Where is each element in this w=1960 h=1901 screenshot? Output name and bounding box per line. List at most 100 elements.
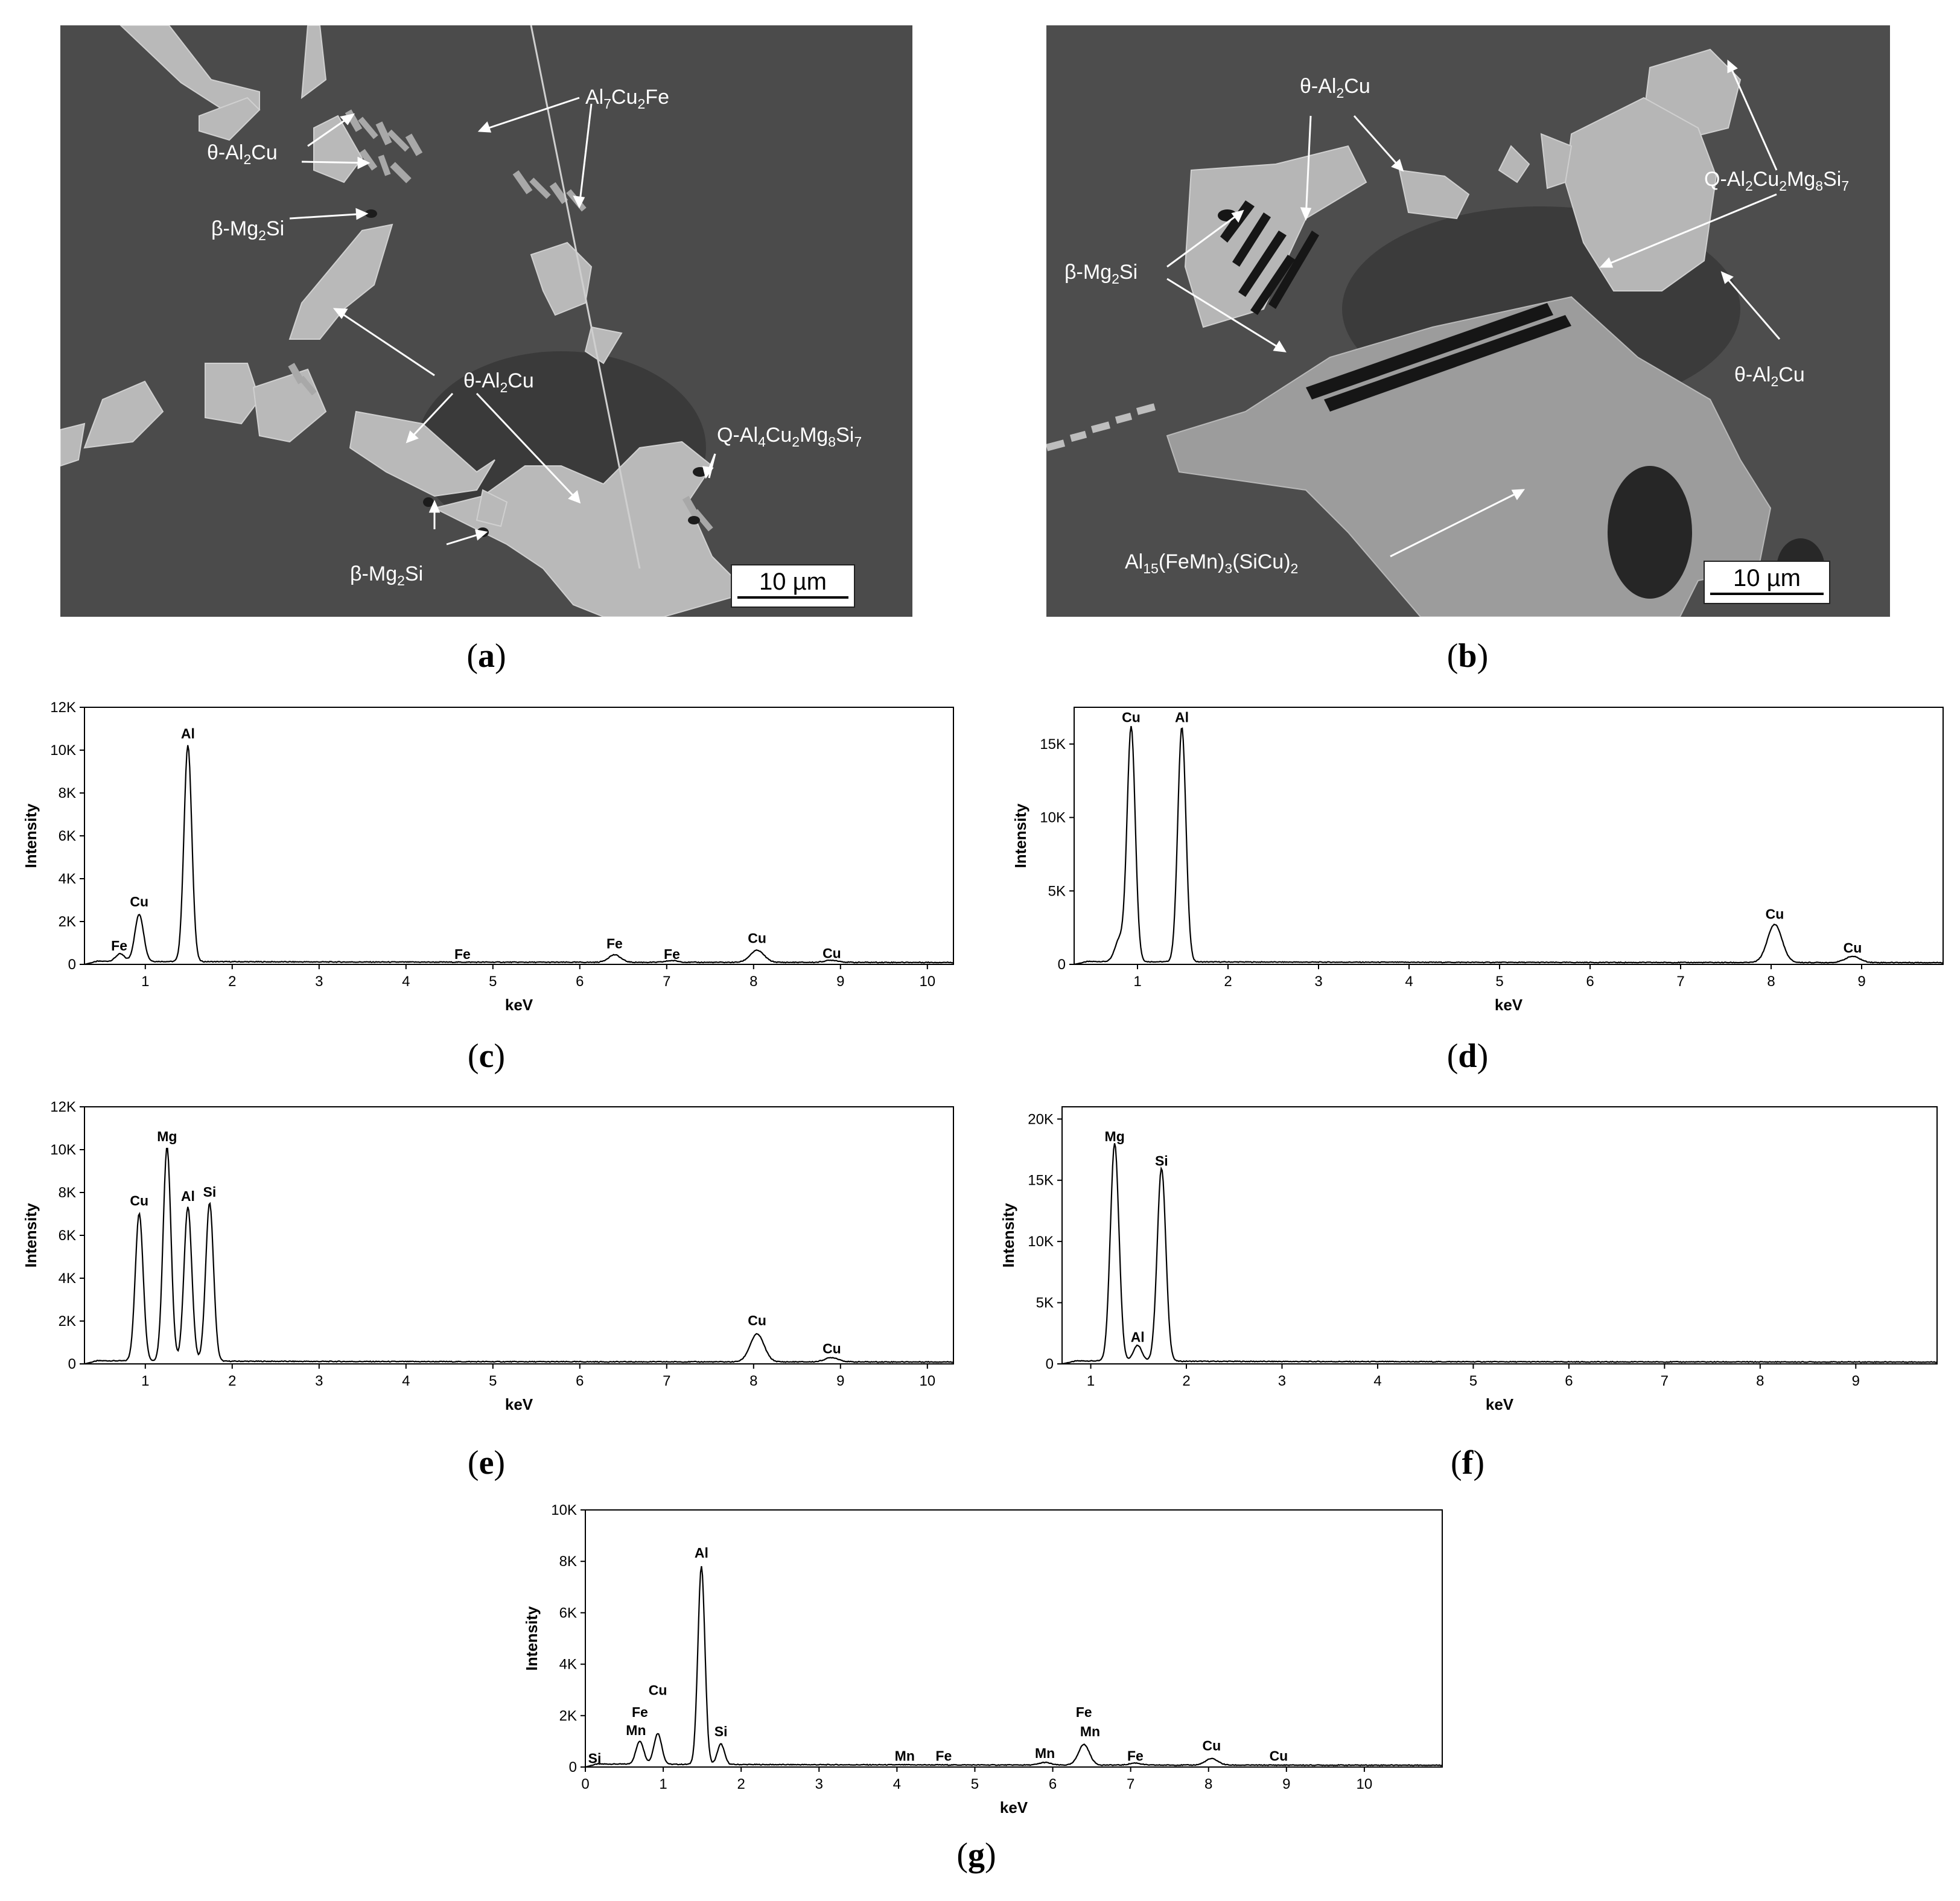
- sem-image-b-canvas: θ-Al2Cu Q-Al2Cu2Mg8Si7 β-Mg2Si θ-Al2Cu A…: [1046, 25, 1890, 617]
- y-tick-label: 0: [1058, 957, 1066, 973]
- x-tick-label: 3: [815, 1776, 823, 1792]
- x-tick-label: 5: [489, 973, 497, 990]
- x-tick-label: 6: [1049, 1776, 1057, 1792]
- peak-label: Si: [1155, 1153, 1168, 1168]
- label-al7cu2fe-a: Al7Cu2Fe: [585, 86, 669, 112]
- y-tick-label: 5K: [1048, 883, 1066, 899]
- x-tick-label: 2: [228, 1373, 236, 1389]
- x-tick-label: 7: [663, 1373, 670, 1389]
- peak-label: Fe: [111, 938, 127, 954]
- y-axis-title: Intensity: [22, 803, 40, 868]
- plot-frame: [84, 707, 954, 965]
- x-tick-label: 8: [1756, 1373, 1764, 1389]
- y-tick-label: 6K: [59, 828, 76, 844]
- label-beta-mg2si-b: β-Mg2Si: [1064, 261, 1138, 287]
- peak-label: Fe: [935, 1748, 952, 1763]
- plot-frame: [1061, 1106, 1938, 1364]
- peak-label: Si: [203, 1184, 216, 1200]
- x-tick-label: 5: [1469, 1373, 1477, 1389]
- x-tick-label: 9: [1852, 1373, 1860, 1389]
- peak-label: Al: [1131, 1329, 1145, 1345]
- x-tick-label: 7: [663, 973, 670, 990]
- x-tick-label: 8: [1204, 1776, 1212, 1792]
- x-tick-label: 2: [1182, 1373, 1190, 1389]
- x-tick-label: 6: [1586, 973, 1594, 990]
- y-tick-label: 0: [68, 1356, 76, 1372]
- peak-label: Cu: [822, 945, 841, 961]
- panel-label-g: (g): [956, 1836, 996, 1874]
- x-tick-label: 3: [1278, 1373, 1286, 1389]
- x-tick-label: 5: [489, 1373, 497, 1389]
- label-theta-al2cu-b1: θ-Al2Cu: [1300, 75, 1370, 101]
- label-q-phase-b: Q-Al2Cu2Mg8Si7: [1704, 168, 1849, 194]
- panel-label-c: (c): [467, 1037, 506, 1075]
- x-tick-label: 1: [659, 1776, 667, 1792]
- x-tick-label: 4: [1373, 1373, 1381, 1389]
- plot-frame: [84, 1106, 954, 1364]
- peak-label: Mg: [157, 1129, 177, 1144]
- y-tick-label: 15K: [1040, 736, 1066, 753]
- x-tick-label: 8: [749, 1373, 757, 1389]
- x-tick-label: 5: [971, 1776, 979, 1792]
- y-tick-label: 0: [569, 1759, 577, 1775]
- x-tick-label: 3: [315, 973, 323, 990]
- x-axis-title: keV: [505, 996, 533, 1014]
- y-tick-label: 5K: [1036, 1295, 1054, 1311]
- scale-bar-a: 10 µm: [731, 564, 855, 608]
- panel-label-d: (d): [1446, 1037, 1489, 1075]
- x-tick-label: 1: [1133, 973, 1141, 990]
- y-tick-label: 20K: [1028, 1111, 1054, 1127]
- x-tick-label: 6: [576, 973, 584, 990]
- peak-label: Fe: [632, 1704, 648, 1720]
- spectrum-line: [84, 1147, 954, 1365]
- panel-label-b: (b): [1446, 637, 1489, 675]
- label-theta-al2cu-a1: θ-Al2Cu: [207, 141, 278, 167]
- y-tick-label: 8K: [559, 1553, 577, 1570]
- x-tick-label: 2: [737, 1776, 745, 1792]
- peak-label: Mg: [1105, 1129, 1125, 1144]
- y-tick-label: 12K: [50, 1099, 76, 1115]
- sem-image-a-canvas: θ-Al2Cu Al7Cu2Fe β-Mg2Si θ-Al2Cu Q-Al4Cu…: [60, 25, 912, 617]
- peak-label: Cu: [130, 1193, 148, 1208]
- peak-label: Mn: [895, 1748, 915, 1763]
- y-tick-label: 8K: [59, 785, 76, 801]
- peak-label: Cu: [1766, 906, 1784, 922]
- label-beta-mg2si-a1: β-Mg2Si: [211, 217, 284, 243]
- sem-image-a: θ-Al2Cu Al7Cu2Fe β-Mg2Si θ-Al2Cu Q-Al4Cu…: [60, 25, 912, 617]
- y-axis-title: Intensity: [22, 1203, 40, 1267]
- y-tick-label: 10K: [50, 1142, 76, 1158]
- x-tick-label: 3: [1314, 973, 1322, 990]
- label-theta-al2cu-b2: θ-Al2Cu: [1734, 363, 1805, 389]
- y-tick-label: 10K: [50, 742, 76, 759]
- peak-label: Al: [181, 1188, 195, 1204]
- y-tick-label: 6K: [59, 1228, 76, 1244]
- peak-label: Mn: [1035, 1745, 1055, 1761]
- peak-label: Al: [695, 1545, 708, 1561]
- y-tick-label: 0: [1046, 1356, 1054, 1372]
- x-tick-label: 7: [1661, 1373, 1669, 1389]
- peak-label: Cu: [1270, 1748, 1288, 1763]
- peak-label: Cu: [748, 931, 766, 946]
- panel-label-f: (f): [1451, 1444, 1484, 1482]
- sem-image-b: θ-Al2Cu Q-Al2Cu2Mg8Si7 β-Mg2Si θ-Al2Cu A…: [1046, 25, 1890, 617]
- x-tick-label: 7: [1127, 1776, 1134, 1792]
- y-tick-label: 0: [68, 957, 76, 973]
- peak-label: Mn: [626, 1722, 646, 1738]
- x-tick-label: 10: [1357, 1776, 1373, 1792]
- y-tick-label: 4K: [59, 871, 76, 887]
- x-tick-label: 1: [141, 1373, 149, 1389]
- y-tick-label: 6K: [559, 1605, 577, 1621]
- label-q-phase-a: Q-Al4Cu2Mg8Si7: [717, 424, 862, 450]
- y-tick-label: 10K: [1028, 1234, 1054, 1250]
- x-tick-label: 0: [581, 1776, 589, 1792]
- panel-label-a: (a): [466, 637, 506, 675]
- x-tick-label: 1: [1087, 1373, 1095, 1389]
- y-tick-label: 10K: [1040, 810, 1066, 826]
- x-tick-label: 4: [1405, 973, 1413, 990]
- peak-label: Cu: [130, 894, 148, 909]
- label-beta-mg2si-a2: β-Mg2Si: [350, 562, 423, 588]
- peak-label: Cu: [1844, 940, 1862, 956]
